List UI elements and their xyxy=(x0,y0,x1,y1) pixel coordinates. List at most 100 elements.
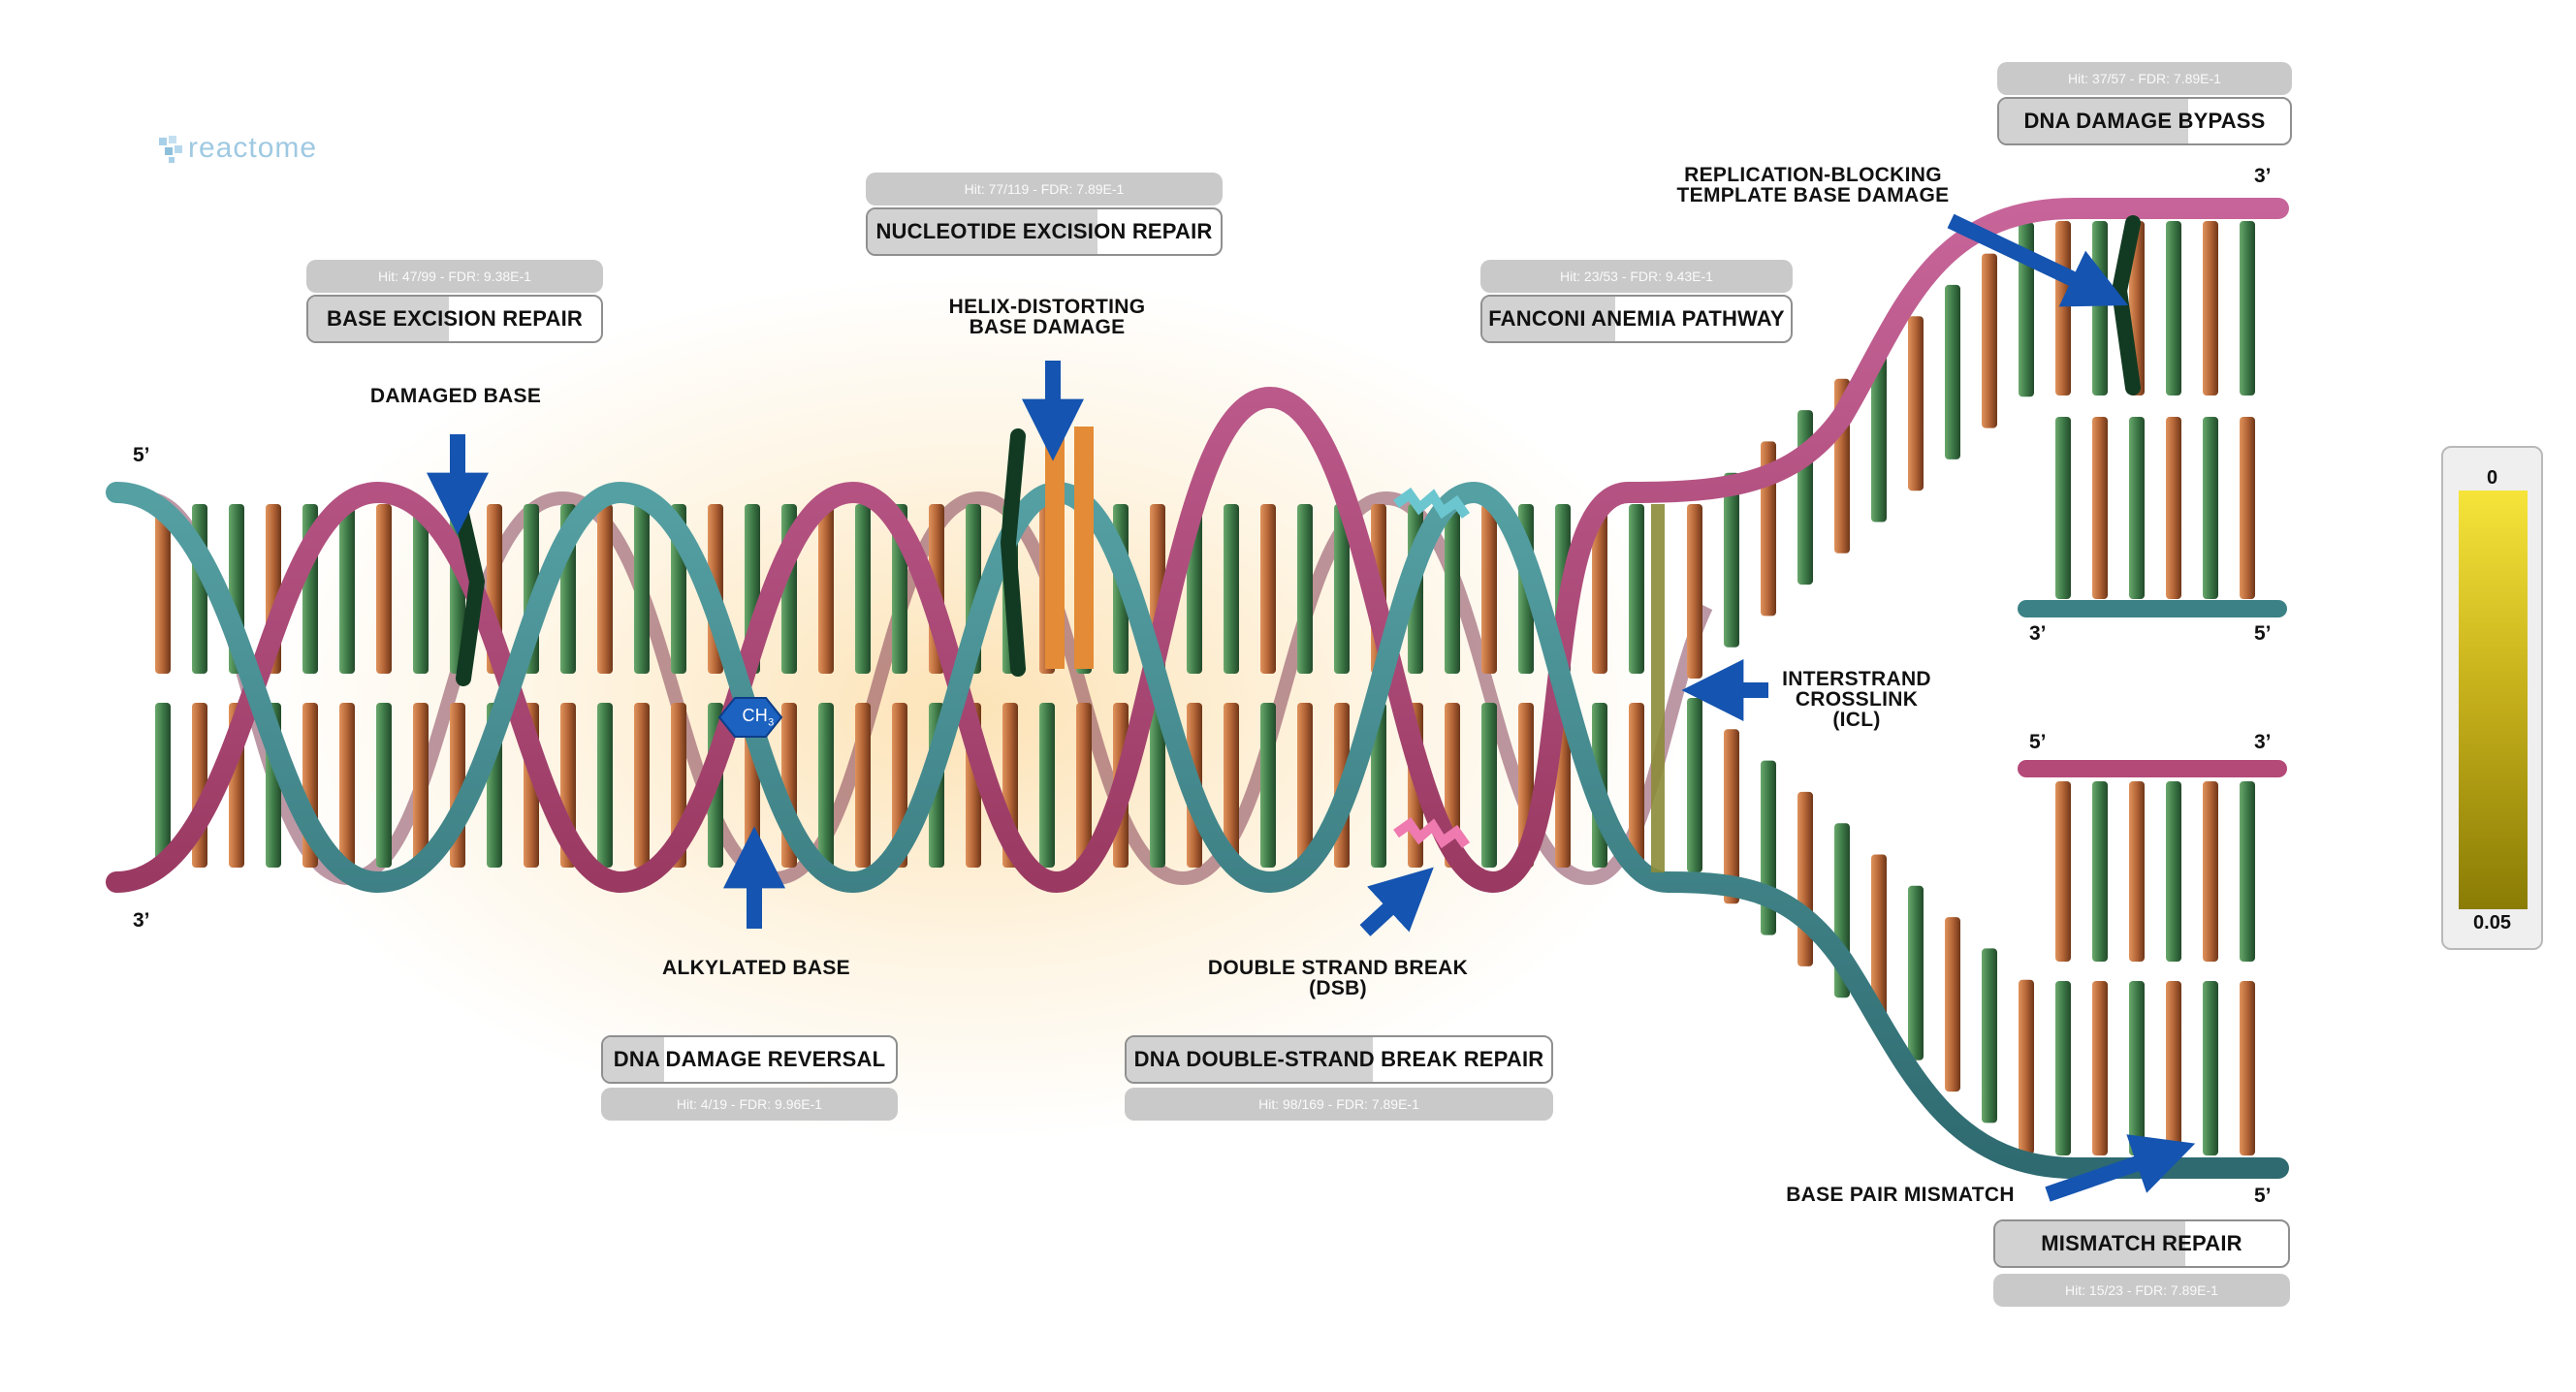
end-lr-top-right: 3’ xyxy=(2254,731,2272,753)
base-rung xyxy=(413,504,429,674)
base-rung xyxy=(597,504,613,674)
base-rung xyxy=(2129,981,2145,1155)
base-rung xyxy=(1445,504,1460,674)
base-rung xyxy=(855,504,871,674)
arrow-dsb xyxy=(1359,867,1434,936)
base-rung xyxy=(2240,221,2255,395)
base-rung xyxy=(1724,729,1739,904)
arrow-replication-blocking xyxy=(1947,213,2129,307)
end-lr-bottom: 5’ xyxy=(2254,1185,2272,1207)
base-rung xyxy=(1908,885,1924,1060)
base-rung xyxy=(818,504,834,674)
base-rung xyxy=(2092,781,2108,962)
base-rung xyxy=(2240,981,2255,1155)
label-helix-distorting: HELIX-DISTORTING BASE DAMAGE xyxy=(948,296,1146,338)
fdr-legend: 0 0.05 xyxy=(2441,446,2543,950)
base-rung xyxy=(2129,781,2145,962)
reactome-logo-text: reactome xyxy=(188,132,318,164)
base-rung xyxy=(1150,703,1165,868)
label-mismatch: BASE PAIR MISMATCH xyxy=(1786,1184,2015,1206)
base-rung xyxy=(1629,504,1644,674)
base-rung xyxy=(2203,417,2218,599)
base-rung xyxy=(2055,781,2071,962)
base-rung xyxy=(2166,981,2181,1155)
pathway-dna-damage-reversal[interactable]: DNA DAMAGE REVERSAL xyxy=(601,1035,898,1084)
legend-color-bar xyxy=(2459,490,2528,909)
pathway-mismatch-repair[interactable]: MISMATCH REPAIR xyxy=(1993,1219,2290,1268)
base-rung xyxy=(1871,854,1887,1029)
base-rung xyxy=(1371,703,1386,868)
pink-strand xyxy=(106,198,2289,894)
pathway-nucleotide-excision-repair[interactable]: NUCLEOTIDE EXCISION REPAIR xyxy=(866,207,1223,256)
base-rung xyxy=(1797,791,1813,966)
base-rung xyxy=(2166,781,2181,962)
arrow-mismatch xyxy=(2045,1134,2196,1202)
dsbr-hit: Hit: 98/169 - FDR: 7.89E-1 xyxy=(1125,1088,1553,1121)
label-icl: INTERSTRAND CROSSLINK (ICL) xyxy=(1782,668,1931,731)
base-rung xyxy=(2166,417,2181,599)
base-rung xyxy=(634,703,650,868)
pathway-base-excision-repair[interactable]: BASE EXCISION REPAIR xyxy=(306,295,603,343)
base-rung xyxy=(1224,504,1239,674)
label-dsb: DOUBLE STRAND BREAK (DSB) xyxy=(1207,957,1469,999)
base-rung xyxy=(339,504,355,674)
base-rung xyxy=(2019,979,2034,1155)
end-left-top: 5’ xyxy=(133,444,150,466)
base-rung xyxy=(155,504,171,674)
base-rung xyxy=(1260,703,1276,868)
helix-distorted-base-a xyxy=(1000,428,1026,677)
base-rung xyxy=(2092,417,2108,599)
base-rung xyxy=(1481,504,1497,674)
end-ur-top: 3’ xyxy=(2254,165,2272,187)
base-rung xyxy=(376,703,392,868)
base-rung xyxy=(2240,417,2255,599)
ner-hit: Hit: 77/119 - FDR: 7.89E-1 xyxy=(866,173,1223,206)
ch3-badge xyxy=(717,697,783,738)
pathway-fanconi-anemia[interactable]: FANCONI ANEMIA PATHWAY xyxy=(1480,295,1793,343)
base-rung xyxy=(1908,316,1924,491)
base-rung xyxy=(1687,698,1702,872)
bypass-hit: Hit: 37/57 - FDR: 7.89E-1 xyxy=(1997,62,2292,95)
damaged-base xyxy=(454,506,486,686)
base-rung xyxy=(1871,347,1887,522)
base-rung xyxy=(597,703,613,868)
mmr-hit: Hit: 15/23 - FDR: 7.89E-1 xyxy=(1993,1274,2290,1307)
pathway-dsb-repair[interactable]: DNA DOUBLE-STRAND BREAK REPAIR xyxy=(1125,1035,1553,1084)
base-rung xyxy=(1982,253,1997,428)
base-rung xyxy=(1982,948,1997,1123)
reactome-logo-icon xyxy=(159,136,182,163)
pathway-dna-damage-bypass[interactable]: DNA DAMAGE BYPASS xyxy=(1997,97,2292,145)
base-rung xyxy=(2055,417,2071,599)
base-rung xyxy=(1724,472,1739,648)
fanconi-hit: Hit: 23/53 - FDR: 9.43E-1 xyxy=(1480,260,1793,293)
end-left-bottom: 3’ xyxy=(133,909,150,932)
base-rung xyxy=(1797,410,1813,585)
base-rung xyxy=(1224,703,1239,868)
base-rung xyxy=(339,703,355,868)
ch3-label: CH3 xyxy=(742,706,775,729)
base-rung xyxy=(376,504,392,674)
base-rung xyxy=(1945,917,1960,1092)
base-rung xyxy=(2240,781,2255,962)
reversal-hit: Hit: 4/19 - FDR: 9.96E-1 xyxy=(601,1088,898,1121)
base-rung xyxy=(1076,703,1092,868)
base-rung xyxy=(2092,981,2108,1155)
base-rung xyxy=(2129,417,2145,599)
base-rung xyxy=(2055,221,2071,395)
base-rung xyxy=(1592,504,1607,674)
label-replication-blocking: REPLICATION-BLOCKING TEMPLATE BASE DAMAG… xyxy=(1676,164,1950,206)
legend-max: 0.05 xyxy=(2473,912,2511,933)
base-rung xyxy=(1687,504,1702,679)
base-rung xyxy=(2203,981,2218,1155)
base-rung xyxy=(1945,284,1960,459)
legend-min: 0 xyxy=(2486,467,2498,489)
base-rung xyxy=(2203,221,2218,395)
base-rung xyxy=(1629,703,1644,868)
helix-distorted-base-b xyxy=(1045,427,1065,669)
base-rung xyxy=(1334,504,1350,674)
end-ur-bottom-left: 3’ xyxy=(2029,622,2047,645)
label-damaged-base: DAMAGED BASE xyxy=(369,385,542,407)
base-rung xyxy=(1481,703,1497,868)
base-rung xyxy=(818,703,834,868)
